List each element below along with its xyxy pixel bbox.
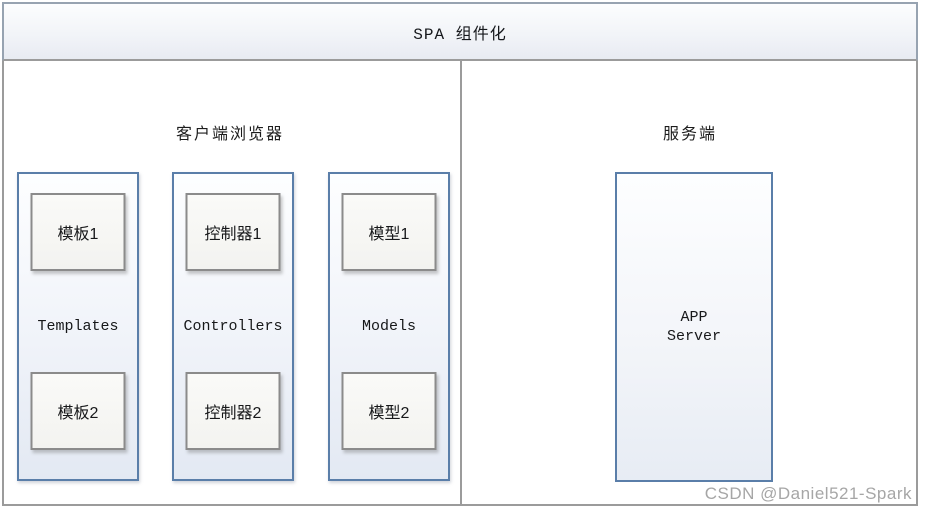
controllers-column-label: Controllers [183, 318, 283, 335]
pane-divider [460, 61, 462, 504]
controllers-column: 控制器1 Controllers 控制器2 [172, 172, 294, 481]
template-2-label: 模板2 [57, 405, 99, 422]
server-pane-label: 服务端 [662, 126, 717, 143]
page-title: SPA 组件化 [413, 25, 507, 44]
app-server-box: APP Server [615, 172, 773, 482]
template-2-box: 模板2 [30, 372, 126, 450]
templates-column: 模板1 Templates 模板2 [17, 172, 139, 481]
model-1-label: 模型1 [368, 226, 410, 243]
controller-1-box: 控制器1 [185, 193, 281, 271]
client-pane-label: 客户端浏览器 [175, 126, 284, 143]
diagram-title-bar: SPA 组件化 [2, 2, 918, 61]
model-2-box: 模型2 [341, 372, 437, 450]
template-1-label: 模板1 [57, 226, 99, 243]
models-column: 模型1 Models 模型2 [328, 172, 450, 481]
model-2-label: 模型2 [368, 405, 410, 422]
model-1-box: 模型1 [341, 193, 437, 271]
controller-2-label: 控制器2 [204, 405, 262, 422]
csdn-watermark: CSDN @Daniel521-Spark [704, 484, 912, 503]
template-1-box: 模板1 [30, 193, 126, 271]
templates-column-label: Templates [37, 318, 119, 335]
controller-2-box: 控制器2 [185, 372, 281, 450]
app-server-label-line1: APP [680, 309, 708, 326]
controller-1-label: 控制器1 [204, 226, 262, 243]
app-server-label-line2: Server [666, 328, 721, 345]
models-column-label: Models [361, 318, 416, 335]
